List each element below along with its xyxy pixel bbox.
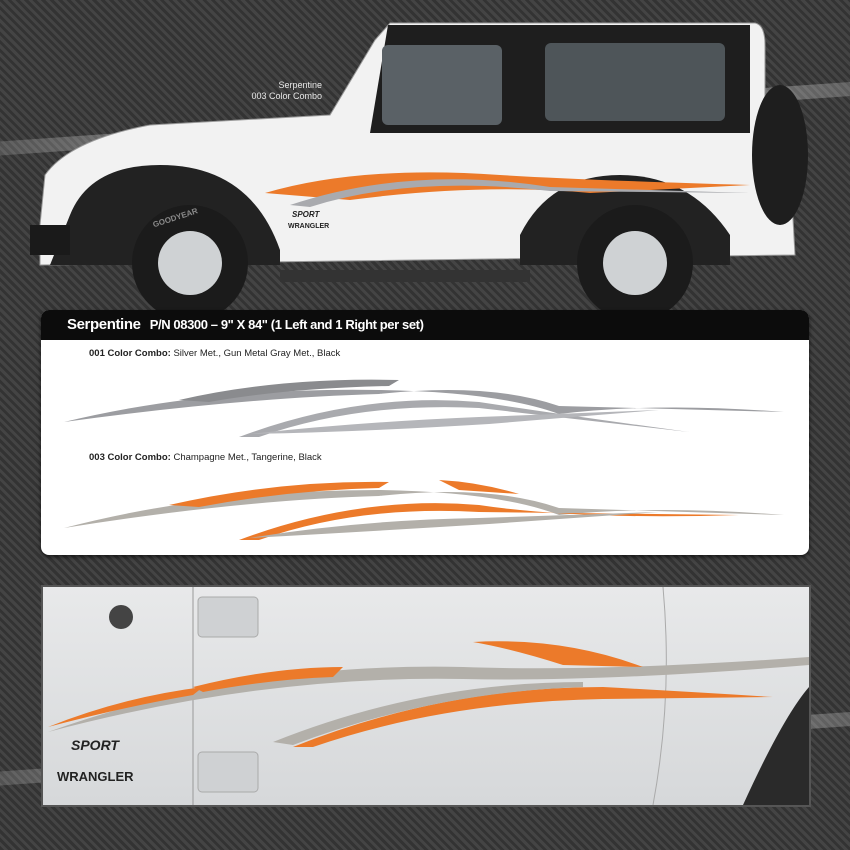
wrangler-badge: WRANGLER (288, 223, 329, 230)
panel-header: Serpentine P/N 08300 – 9" X 84" (1 Left … (41, 310, 809, 340)
combo-001-label: 001 Color Combo: Silver Met., Gun Metal … (89, 348, 340, 359)
sport-badge: SPORT (292, 210, 321, 219)
combo-colors: Silver Met., Gun Metal Gray Met., Black (173, 348, 341, 359)
combo-colors: Champagne Met., Tangerine, Black (173, 452, 322, 463)
wrangler-badge: WRANGLER (57, 769, 134, 784)
jeep-side-view: GOODYEAR SPORT WRANGLER (30, 22, 808, 315)
installed-decal-closeup-photo: SPORT WRANGLER (41, 585, 811, 807)
product-info-panel: Serpentine P/N 08300 – 9" X 84" (1 Left … (41, 310, 809, 555)
product-name: Serpentine (67, 316, 141, 333)
product-details: P/N 08300 – 9" X 84" (1 Left and 1 Right… (149, 317, 424, 332)
sport-badge: SPORT (71, 737, 119, 753)
combo-003-label: 003 Color Combo: Champagne Met., Tangeri… (89, 452, 322, 463)
combo-code: 001 Color Combo: (89, 348, 171, 359)
caption-subtitle: 003 Color Combo (251, 91, 322, 101)
combo-code: 003 Color Combo: (89, 452, 171, 463)
decal-001-preview (64, 379, 784, 437)
caption-title: Serpentine (278, 80, 322, 90)
decal-003-preview (64, 480, 784, 540)
image-caption: Serpentine 003 Color Combo (226, 80, 322, 102)
